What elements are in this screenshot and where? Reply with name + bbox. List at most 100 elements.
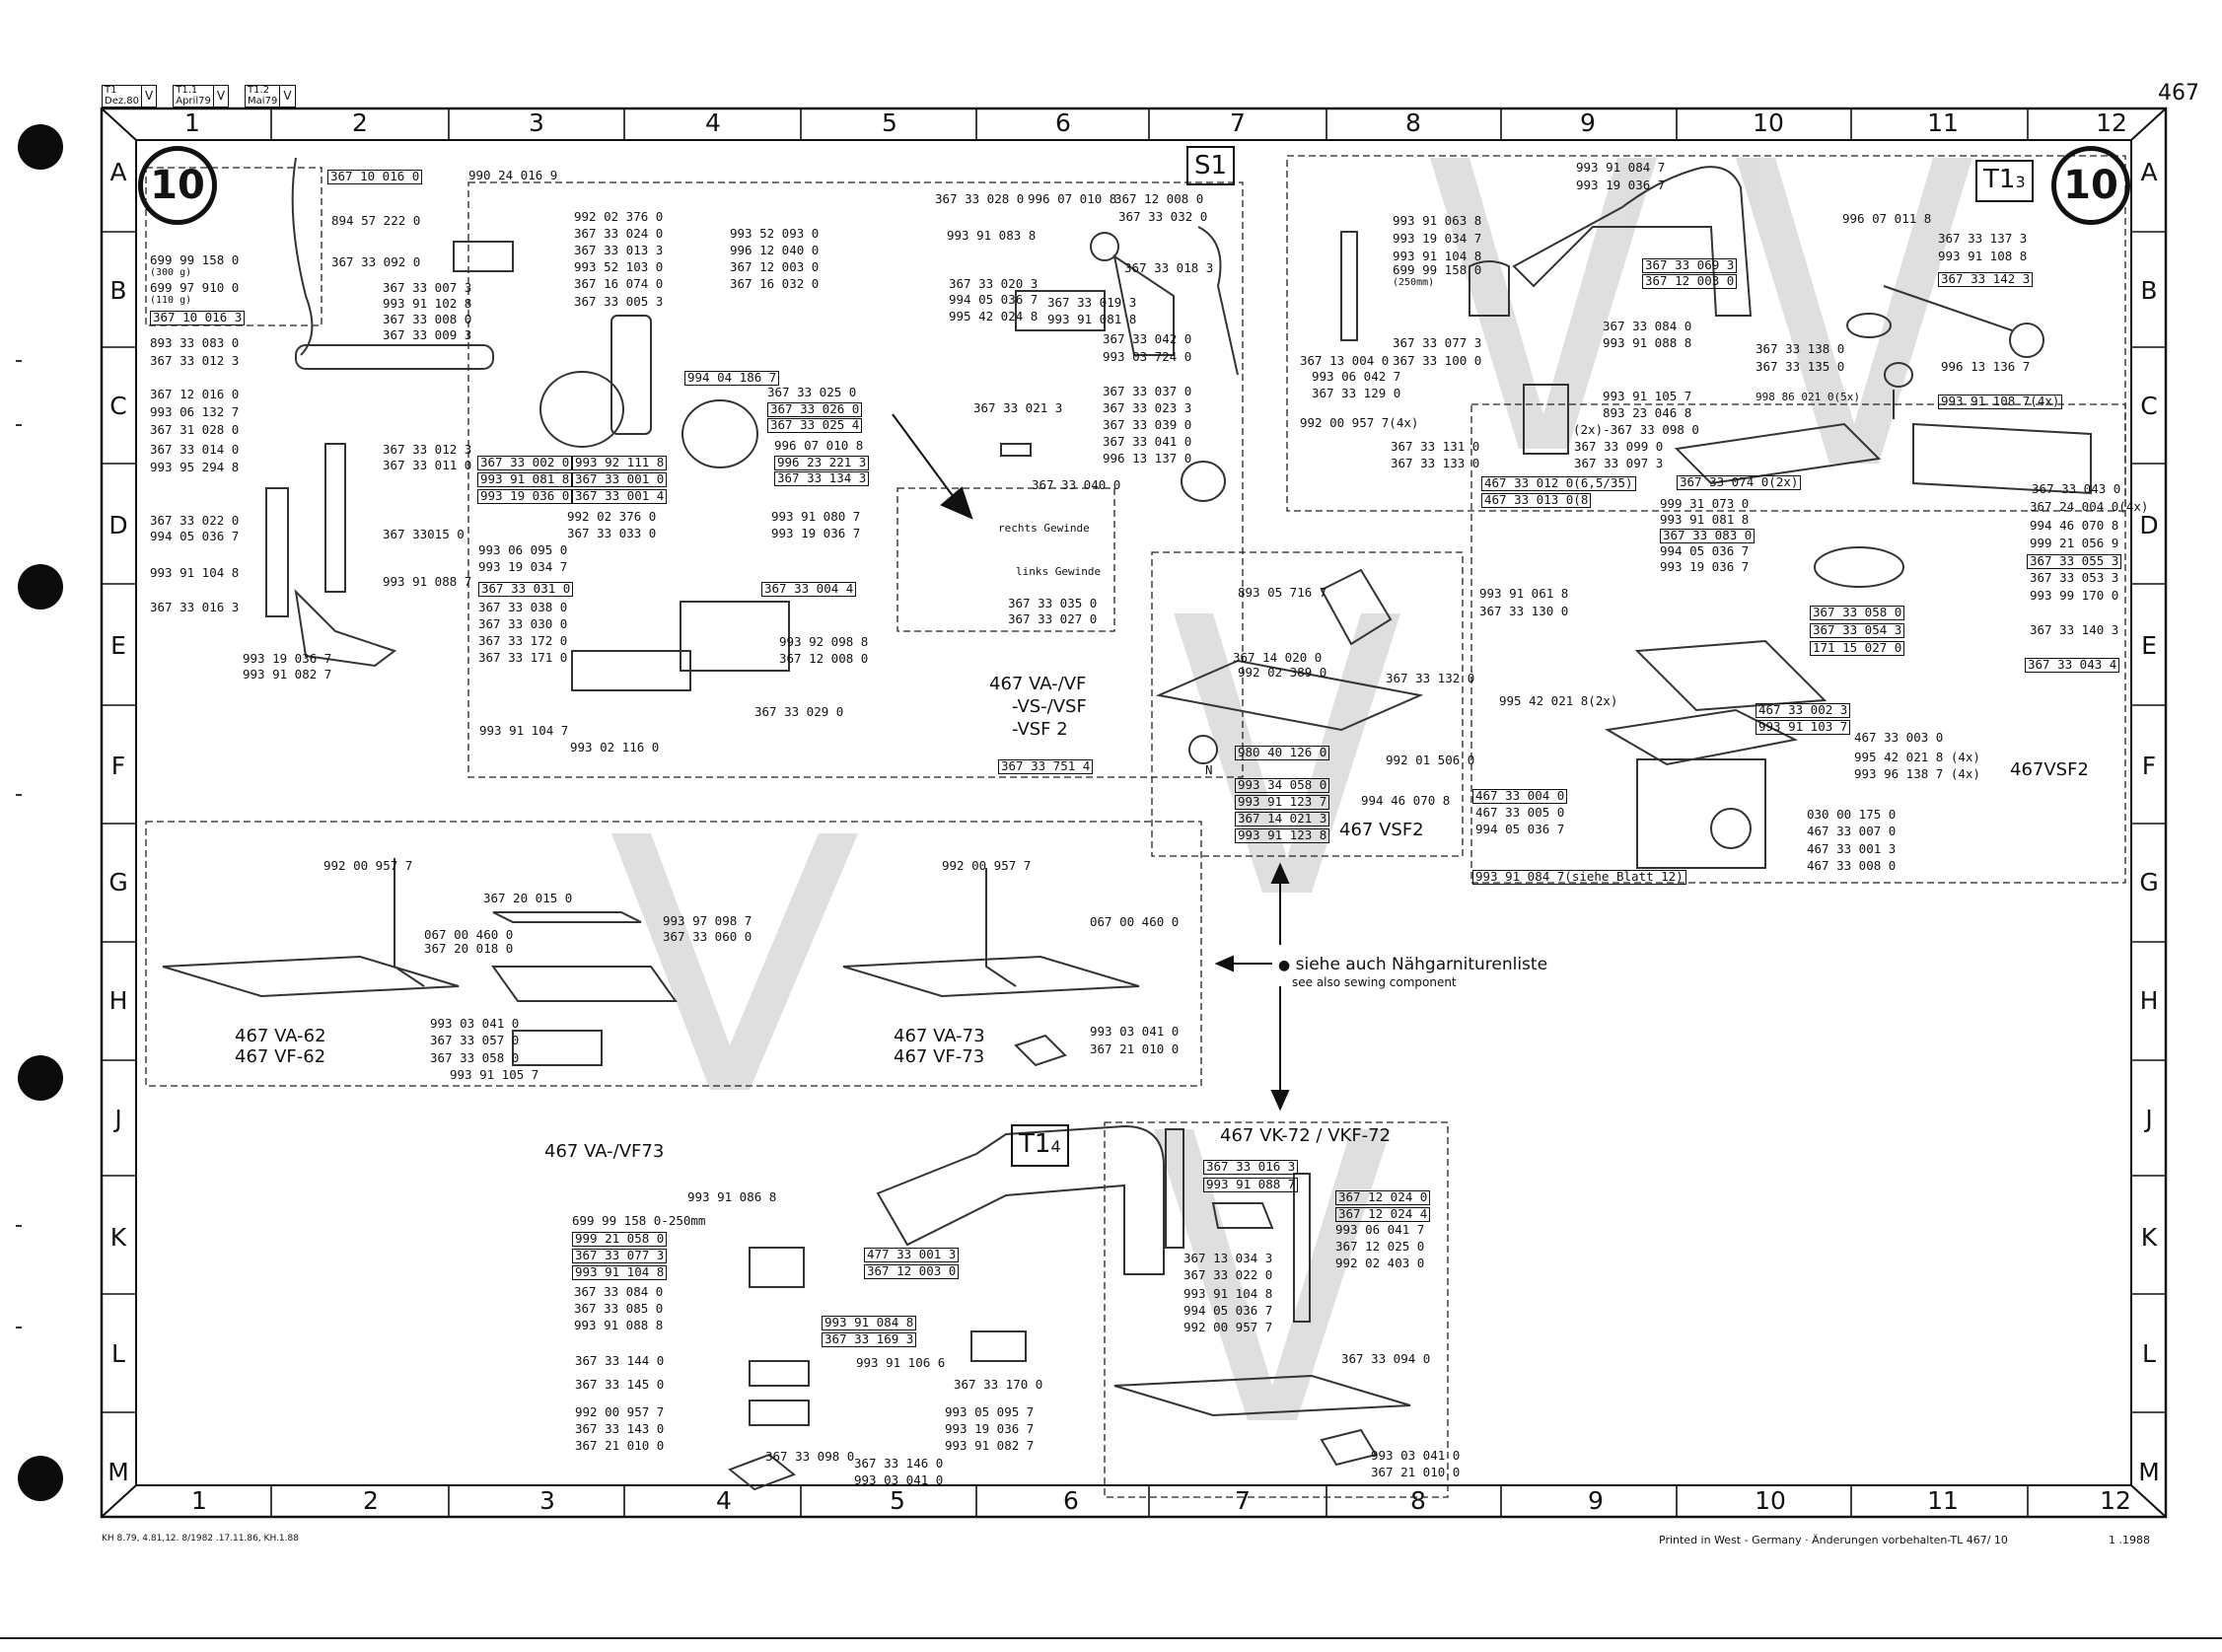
part-number: 367 33 094 0 (1341, 1351, 1431, 1366)
part-number: 993 91 082 7 (945, 1438, 1035, 1453)
grid-row-label: B (109, 276, 127, 305)
part-number: 367 33 140 3 (2030, 622, 2119, 637)
part-number: 467 33 002 3 (1756, 703, 1851, 718)
part-number: 993 91 088 8 (574, 1318, 664, 1332)
part-number: 171 15 027 0 (1810, 641, 1905, 656)
part-number: 996 07 010 8 (1028, 191, 1117, 206)
part-number: 993 91 080 7 (771, 509, 861, 524)
part-number: 993 91 083 8 (947, 228, 1037, 243)
part-number: (2x)-367 33 098 0 (1573, 422, 1699, 437)
part-number: 367 12 003 0 (730, 259, 820, 274)
part-number: 367 33 085 0 (574, 1301, 664, 1316)
model-label: 467 VSF2 (1339, 820, 1424, 840)
part-number: 367 33 023 3 (1103, 400, 1192, 415)
grid-row-label: E (110, 631, 126, 660)
part-number: 367 13 034 3 (1183, 1251, 1273, 1265)
part-number: 367 33 143 0 (575, 1421, 665, 1436)
part-number: 993 19 036 7 (945, 1421, 1035, 1436)
binder-hole (18, 564, 63, 610)
revision-table: T1 Dez.80 V T1.1 April79 V T1.2 Mai79 V (101, 85, 296, 108)
part-number: 367 33 012 3 (383, 442, 472, 457)
revision-cell: T1 Dez.80 (101, 85, 143, 108)
edge-tick (16, 424, 22, 426)
model-label: 467 VA-/VF73 (544, 1141, 665, 1162)
part-number: 367 33 022 0 (150, 513, 240, 528)
grid-col-label: 2 (363, 1486, 379, 1515)
grid-row-label: J (2145, 1105, 2153, 1133)
grid-col-label: 5 (882, 108, 897, 137)
part-number: 993 91 081 8 (477, 472, 573, 487)
part-number: 367 12 008 0 (779, 651, 869, 666)
revision-mark: V (141, 85, 158, 108)
part-number: 994 46 070 8 (1361, 793, 1451, 808)
part-number: 367 33 055 3 (2027, 554, 2122, 569)
edge-tick (16, 360, 22, 362)
part-number: 367 10 016 3 (150, 311, 246, 325)
grid-row-label: H (108, 986, 128, 1015)
grid-row-label: L (111, 1339, 125, 1368)
part-number: 367 33 077 3 (1393, 335, 1482, 350)
part-number: (250mm) (1393, 277, 1435, 288)
part-number: 993 91 063 8 (1393, 213, 1482, 228)
part-number: 367 33 007 3 (383, 280, 472, 295)
revision-label: T1.2 (248, 85, 270, 96)
part-number: 993 91 102 8 (383, 296, 472, 311)
part-number: 992 02 403 0 (1335, 1256, 1425, 1270)
part-number: 367 33 040 0 (1032, 477, 1121, 492)
part-number: 367 33 131 0 (1391, 439, 1480, 454)
part-number: 367 31 028 0 (150, 422, 240, 437)
part-number: 367 33 042 0 (1103, 331, 1192, 346)
section-tag-sub: 3 (2015, 173, 2026, 191)
part-number: 367 33 030 0 (478, 616, 568, 631)
bottom-rule (0, 1637, 2222, 1639)
note-de: siehe auch Nähgarniturenliste (1295, 955, 1548, 974)
edge-tick (16, 794, 22, 796)
part-number: 367 33 097 3 (1574, 456, 1664, 470)
model-label: 467 VK-72 / VKF-72 (1220, 1125, 1392, 1146)
part-number: 367 33 008 0 (383, 312, 472, 326)
part-number: 367 33 098 0 (765, 1449, 855, 1464)
part-number: 999 31 073 0 (1660, 496, 1750, 511)
part-number: 994 05 036 7 (949, 292, 1039, 307)
part-number: 367 12 003 0 (864, 1264, 960, 1279)
part-number: 367 33 092 0 (331, 254, 421, 269)
part-number: 993 91 088 7 (383, 574, 472, 589)
part-number: 992 00 957 7 (1183, 1320, 1273, 1334)
part-number: 467 33 012 0(6,5/35) (1481, 476, 1636, 491)
part-number: 367 14 021 3 (1235, 812, 1330, 826)
part-number: 367 33 130 0 (1479, 604, 1569, 618)
part-number: 367 33 016 3 (150, 600, 240, 614)
part-number: 993 03 041 0 (1090, 1024, 1180, 1039)
grid-col-label: 8 (1410, 1486, 1426, 1515)
grid-row-label: K (109, 1223, 127, 1252)
part-number: 367 33 038 0 (478, 600, 568, 614)
part-number: 367 33 004 4 (761, 582, 857, 597)
part-number: 699 99 158 0 (150, 252, 240, 267)
grid-row-label: E (2141, 631, 2157, 660)
part-number: 993 91 088 7 (1203, 1178, 1299, 1192)
part-number: 993 06 041 7 (1335, 1222, 1425, 1237)
sheet-badge: 10 (2051, 146, 2130, 225)
part-number: 367 33 077 3 (572, 1249, 668, 1263)
part-number: 367 33 144 0 (575, 1353, 665, 1368)
revision-mark: V (279, 85, 296, 108)
grid-col-label: 4 (716, 1486, 732, 1515)
part-number: 367 33 025 0 (767, 385, 857, 399)
part-number: 467 33 003 0 (1854, 730, 1944, 745)
grid-col-label: 10 (1753, 108, 1784, 137)
part-number: 367 33 013 3 (574, 243, 664, 257)
part-number: 367 33 011 0 (383, 458, 472, 472)
part-number: 993 95 294 8 (150, 460, 240, 474)
part-number: 367 33 043 4 (2025, 658, 2120, 673)
part-number: 996 13 137 0 (1103, 451, 1192, 466)
part-number: 992 02 376 0 (574, 209, 664, 224)
grid-row-label: K (2140, 1223, 2158, 1252)
grid-col-label: 3 (529, 108, 544, 137)
page-number: 467 (2158, 81, 2199, 106)
grid-row-label: D (2139, 511, 2159, 539)
grid-row-label: C (2140, 392, 2158, 420)
part-number: 367 33 137 3 (1938, 231, 2028, 246)
part-number: 699 99 158 0-250mm (572, 1213, 706, 1228)
part-number: 367 33 053 3 (2030, 570, 2119, 585)
part-number: 367 13 004 0 (1300, 353, 1390, 368)
